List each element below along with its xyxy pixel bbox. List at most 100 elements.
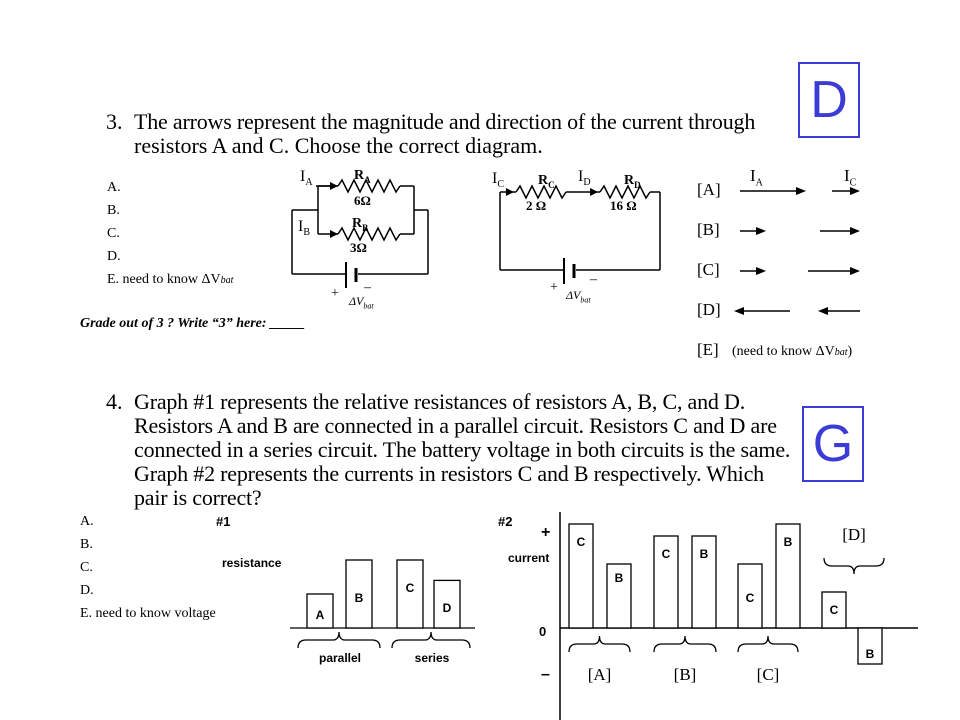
graph1-ylabel: resistance — [222, 556, 282, 570]
answer-box-q4: G — [802, 406, 864, 482]
graph2-pair-label-2: [C] — [757, 665, 780, 684]
graph2-ylabel: current — [508, 551, 550, 565]
circuit2-id-label: ID — [578, 168, 591, 189]
graph2-zero: 0 — [539, 624, 547, 639]
choices-ia-header: IA — [750, 166, 763, 189]
q3-number: 3. — [106, 109, 123, 134]
graph1-brace-parallel — [297, 631, 381, 649]
circuit2-dvbat: ΔVbat — [566, 288, 591, 305]
q4-text-line-1: Graph #1 represents the relative resista… — [134, 389, 746, 414]
graph2-bar-2-c — [737, 563, 763, 629]
circuit1-ra-value: 6Ω — [354, 193, 371, 208]
graph2-brace-0 — [568, 635, 631, 653]
q4-option-a[interactable]: A. — [80, 514, 94, 529]
q4-options: A. B. C. D. E. need to know voltage — [80, 512, 216, 627]
circuit2-rc-value: 2 Ω — [526, 198, 547, 213]
q3-text-line-2: resistors A and C. Choose the correct di… — [134, 133, 543, 158]
graph2-minus: – — [541, 666, 550, 683]
graph1-group-label-series: series — [415, 651, 450, 665]
circuit1-ia-label: IA — [300, 168, 313, 189]
graph2-bar-label-1-b: B — [700, 547, 709, 561]
graph2-bar-0-c — [568, 523, 594, 629]
choice-label-a[interactable]: [A] — [697, 180, 721, 199]
q4-option-e[interactable]: E. need to know voltage — [80, 606, 216, 621]
choice-label-c[interactable]: [C] — [697, 260, 720, 279]
graph2-pair-label-3: [D] — [842, 525, 866, 544]
answer-box-q3: D — [798, 62, 860, 138]
circuit1-rb-value: 3Ω — [350, 240, 367, 255]
graph2-bar-1-c — [653, 535, 679, 629]
circuit1-minus: – — [364, 280, 371, 295]
graph2-bar-label-0-c: C — [577, 535, 586, 549]
circuit2-minus: – — [590, 272, 597, 287]
graph2-bar-label-1-c: C — [662, 547, 671, 561]
q3-option-e[interactable]: E. need to know ΔVbat — [107, 272, 234, 287]
graph2-bar-3-b — [857, 627, 883, 665]
graph1-bar-label-d: D — [443, 601, 452, 615]
graph1-bar-d — [433, 579, 461, 629]
graph1-brace-series — [391, 631, 471, 649]
graph2-brace-2 — [737, 635, 799, 653]
graph2-bar-3-c — [821, 591, 847, 629]
q4-number: 4. — [106, 389, 123, 414]
graph1-bar-c — [396, 559, 424, 629]
q4-option-d[interactable]: D. — [80, 583, 94, 598]
q3-text-line-1: The arrows represent the magnitude and d… — [134, 109, 756, 134]
graph2-bar-label-3-c: C — [830, 603, 839, 617]
graph2-plus: + — [541, 524, 551, 541]
choice-label-d[interactable]: [D] — [697, 300, 721, 319]
graph1-bar-a — [306, 593, 334, 629]
graph1-bar-label-b: B — [355, 591, 364, 605]
q3-option-c[interactable]: C. — [107, 226, 120, 241]
circuit2-rd-value: 16 Ω — [610, 198, 637, 213]
graph2-bar-0-b — [606, 563, 632, 629]
graph2-pair-label-0: [A] — [588, 665, 612, 684]
q4-text-line-5: pair is correct? — [134, 485, 262, 510]
q4-option-c[interactable]: C. — [80, 560, 93, 575]
choice-e-note: (need to know ΔVbat) — [732, 344, 853, 359]
q3-option-d[interactable]: D. — [107, 249, 121, 264]
choice-label-b[interactable]: [B] — [697, 220, 720, 239]
graph2-bar-label-3-b: B — [866, 647, 875, 661]
q4-text-line-2: Resistors A and B are connected in a par… — [134, 413, 777, 438]
q3-option-a[interactable]: A. — [107, 180, 121, 195]
circuit2-rd-label: RD — [624, 173, 641, 190]
graph1-title: #1 — [216, 514, 231, 529]
q3-options: A. B. C. D. E. need to know ΔVbat — [107, 178, 233, 293]
graph1-group-label-parallel: parallel — [319, 651, 361, 665]
q3-option-b[interactable]: B. — [107, 203, 120, 218]
circuit1-ra-label: RA — [354, 168, 371, 185]
graph2-bar-label-2-b: B — [784, 535, 793, 549]
q4-text-line-3: connected in a series circuit. The batte… — [134, 437, 791, 462]
graph2-bar-2-b — [775, 523, 801, 629]
choices-ic-header: IC — [844, 166, 857, 189]
circuit2-rc-label: RC — [538, 173, 555, 190]
answer-q4: G — [812, 415, 854, 473]
graph1-bar-label-a: A — [316, 608, 325, 622]
graph2-bar-label-0-b: B — [615, 571, 624, 585]
graph2-brace-1 — [653, 635, 717, 653]
circuit1-rb-label: RB — [352, 216, 369, 233]
graph2-bar-1-b — [691, 535, 717, 629]
graph2-brace-3 — [823, 557, 885, 575]
graph1-bar-label-c: C — [406, 581, 415, 595]
circuit1-dvbat: ΔVbat — [349, 294, 374, 311]
graph2-bar-label-2-c: C — [746, 591, 755, 605]
choice-label-e[interactable]: [E] — [697, 340, 719, 359]
answer-q3: D — [810, 71, 848, 129]
q4-option-b[interactable]: B. — [80, 537, 93, 552]
circuit2-plus: + — [550, 280, 558, 295]
graph2-pair-label-1: [B] — [674, 665, 697, 684]
circuit1-ib-label: IB — [298, 218, 310, 239]
circuit2-ic-label: IC — [492, 170, 504, 191]
q4-text-line-4: Graph #2 represents the currents in resi… — [134, 461, 764, 486]
circuit1-plus: + — [331, 286, 339, 301]
graph1-bar-b — [345, 559, 373, 629]
grade-instruction: Grade out of 3 ? Write “3” here: _____ — [80, 316, 306, 331]
graph2-title: #2 — [498, 514, 513, 529]
